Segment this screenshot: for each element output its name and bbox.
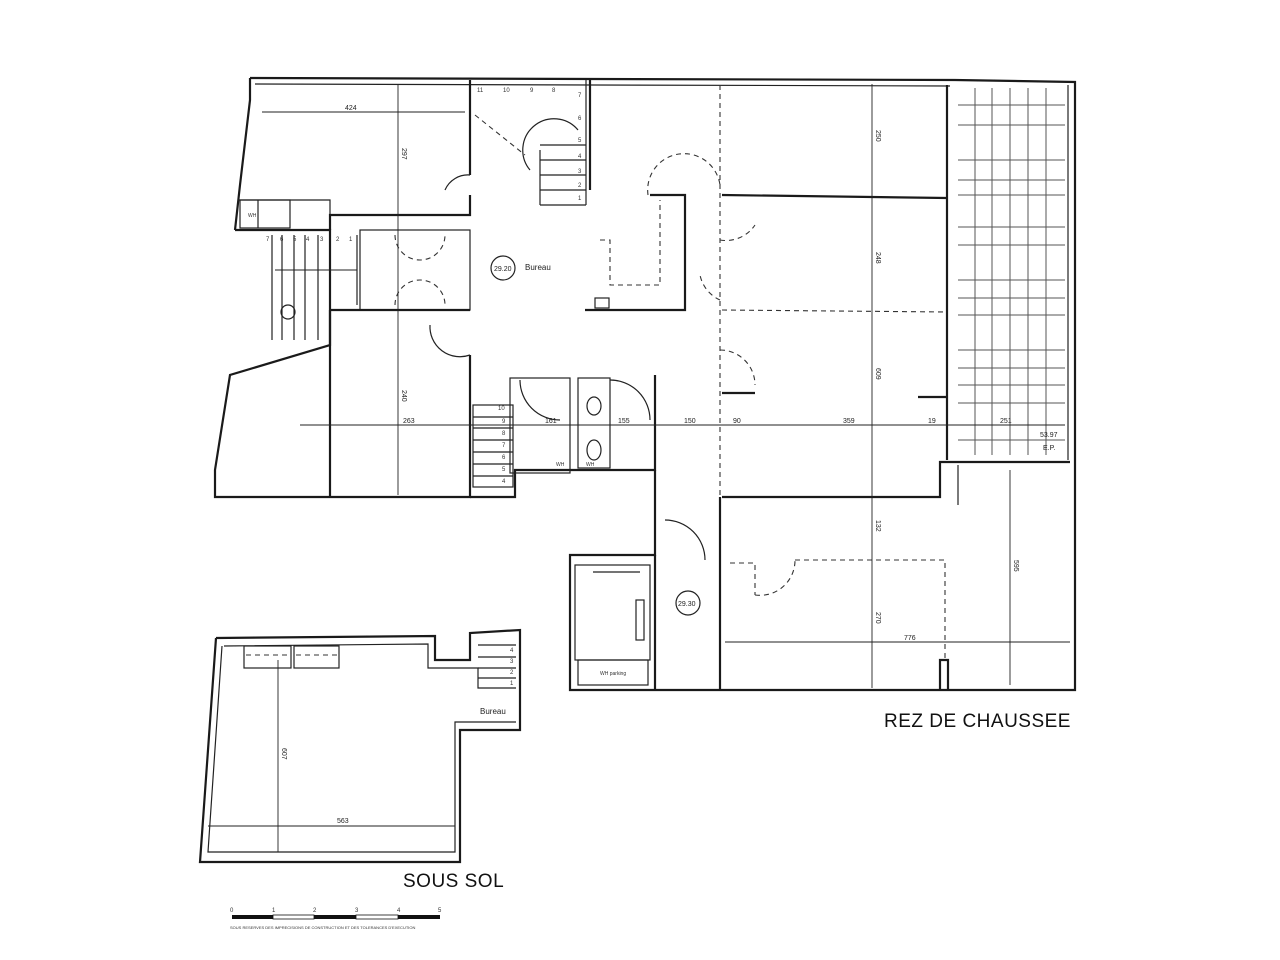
room-area-entrance: 29.30	[678, 601, 696, 608]
stair-number: 6	[578, 116, 582, 122]
stair-number: 8	[502, 431, 506, 437]
rdc-walls	[213, 76, 1077, 692]
dim-424: 424	[345, 105, 357, 112]
sous-sol-plan: 607 563 Bureau 4 3 2 1 SOUS SOL	[198, 628, 522, 892]
dim-563: 563	[337, 818, 349, 825]
dim-248: 248	[874, 252, 881, 264]
stair-number: 5	[293, 237, 297, 243]
dim-240: 240	[400, 390, 407, 402]
dim-776: 776	[904, 635, 916, 642]
wc-parking-label: WH parking	[600, 671, 626, 677]
stair-number: 7	[578, 93, 582, 99]
stair-number: 10	[503, 88, 510, 94]
stair-number: 11	[477, 88, 484, 94]
sous-sol-title: SOUS SOL	[403, 871, 504, 892]
dim-19: 19	[928, 418, 936, 425]
stair-number: 7	[502, 443, 506, 449]
room-label-bureau-sous-sol: Bureau	[480, 707, 506, 716]
terrace-grid	[958, 85, 1069, 460]
stair-number: 9	[530, 88, 534, 94]
scale-tick: 0	[230, 908, 234, 914]
stair-number: 9	[502, 419, 506, 425]
dim-263: 263	[403, 418, 415, 425]
stair-number: 5	[578, 138, 582, 144]
scale-tick: 3	[355, 908, 359, 914]
stair-number: 2	[510, 670, 514, 676]
terrace-area: 53.97	[1040, 432, 1058, 439]
stair-number: 5	[502, 467, 506, 473]
stair-number: 3	[578, 169, 582, 175]
dim-595: 595	[1012, 560, 1019, 572]
dim-161: 161	[545, 418, 557, 425]
scale-tick: 5	[438, 908, 442, 914]
dim-270: 270	[874, 612, 881, 624]
stair-number: 1	[510, 681, 514, 687]
dim-609: 609	[874, 368, 881, 380]
stair-number: 3	[510, 659, 514, 665]
scale-bar: 0 1 2 3 4 5 SOUS RESERVES DES IMPRECISIO…	[230, 908, 442, 930]
dim-90: 90	[733, 418, 741, 425]
rdc-labels: 424 297 240 263 161 155 150 90 359 19 25…	[248, 88, 1071, 732]
dim-155: 155	[618, 418, 630, 425]
stair-number: 6	[280, 237, 284, 243]
stair-number: 8	[552, 88, 556, 94]
scale-tick: 1	[272, 908, 276, 914]
scale-tick: 4	[397, 908, 401, 914]
stair-number: 4	[306, 237, 310, 243]
dim-251: 251	[1000, 418, 1012, 425]
room-area-circle	[675, 590, 701, 616]
wh-label: WH	[586, 462, 595, 468]
dim-297: 297	[400, 148, 407, 160]
dim-132: 132	[874, 520, 881, 532]
dim-250: 250	[874, 130, 881, 142]
dim-359: 359	[843, 418, 855, 425]
stair-number: 4	[510, 648, 514, 654]
stair-number: 1	[578, 196, 582, 202]
dimension-lines	[262, 84, 1065, 688]
terrace-ep: E.P.	[1043, 445, 1055, 452]
stair-number: 4	[502, 479, 506, 485]
scale-tick: 2	[313, 908, 317, 914]
stair-number: 2	[578, 183, 582, 189]
stair-number: 2	[336, 237, 340, 243]
stair-number: 3	[320, 237, 324, 243]
stair-number: 1	[349, 237, 353, 243]
rdc-title: REZ DE CHAUSSEE	[884, 711, 1071, 732]
small-stair	[472, 404, 514, 488]
room-area-circle	[490, 255, 516, 281]
stair-number: 7	[266, 237, 270, 243]
stair-number: 10	[498, 406, 505, 412]
dim-607: 607	[280, 748, 287, 760]
room-area-bureau: 29.20	[494, 266, 512, 273]
stair-number: 4	[578, 154, 582, 160]
dim-150: 150	[684, 418, 696, 425]
stair-number: 6	[502, 455, 506, 461]
wh-label: WH	[248, 213, 257, 219]
room-label-bureau: Bureau	[525, 263, 551, 272]
left-stair	[271, 235, 358, 340]
wh-label: WH	[556, 462, 565, 468]
scale-note: SOUS RESERVES DES IMPRECISIONS DE CONSTR…	[230, 925, 416, 930]
